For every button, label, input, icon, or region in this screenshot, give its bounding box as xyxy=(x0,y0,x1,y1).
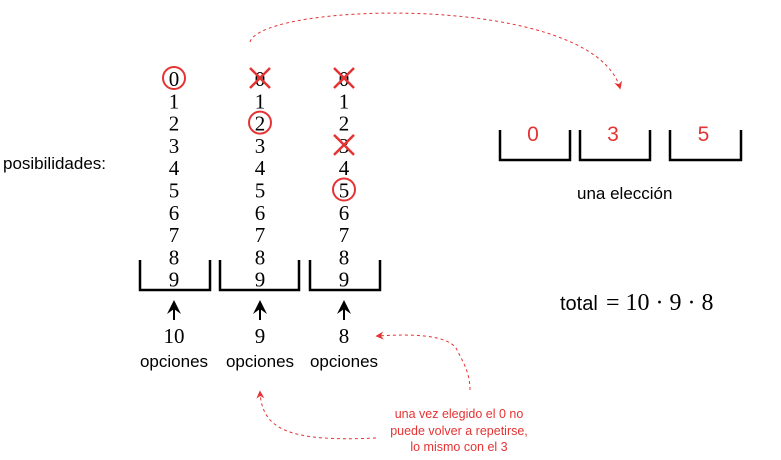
digit: 7 xyxy=(255,223,266,247)
annotation-line: puede volver a repetirse, xyxy=(390,424,528,438)
bucket-bracket xyxy=(218,260,301,292)
annotation-line: una vez elegido el 0 no xyxy=(395,407,524,421)
slot-value: 3 xyxy=(607,123,619,146)
digit: 6 xyxy=(255,201,266,225)
slot-value: 5 xyxy=(698,123,710,146)
slot-bracket xyxy=(668,130,743,162)
digit: 7 xyxy=(169,223,180,247)
annotation-note: una vez elegido el 0 no puede volver a r… xyxy=(390,407,528,454)
digit: 3 xyxy=(169,134,180,158)
digit: 5 xyxy=(169,179,180,203)
digit: 5 xyxy=(255,179,266,203)
digit: 1 xyxy=(255,89,266,113)
digit: 2 xyxy=(255,112,266,136)
digit: 2 xyxy=(169,112,180,136)
choice-slot: 0 xyxy=(498,123,572,162)
digit: 4 xyxy=(339,156,350,180)
up-arrow-icon xyxy=(167,300,181,314)
digit: 5 xyxy=(339,179,350,203)
option-caption: opciones xyxy=(226,352,294,371)
digit: 8 xyxy=(255,245,266,269)
bucket-bracket xyxy=(138,260,212,292)
digit: 1 xyxy=(339,89,350,113)
digit-column: 01234567898opciones xyxy=(308,67,382,371)
digit: 7 xyxy=(339,223,350,247)
option-caption: opciones xyxy=(140,352,208,371)
digit: 0 xyxy=(169,67,180,91)
digit-columns: 012345678910opciones01234567899opciones0… xyxy=(138,66,382,371)
annotation-arrow-right xyxy=(375,331,471,391)
option-count: 8 xyxy=(339,324,350,348)
digit: 1 xyxy=(169,89,180,113)
cross-mark xyxy=(249,67,271,89)
digit: 6 xyxy=(169,201,180,225)
digit: 8 xyxy=(169,245,180,269)
digit: 2 xyxy=(339,112,350,136)
choice-slot: 5 xyxy=(668,123,743,162)
annotation-arrow-up xyxy=(256,390,377,440)
digit: 9 xyxy=(169,268,180,292)
digit: 4 xyxy=(169,156,180,180)
total-word: total xyxy=(560,293,598,315)
digit: 9 xyxy=(339,268,350,292)
digit-column: 01234567899opciones xyxy=(218,67,301,371)
cross-mark xyxy=(333,67,355,89)
choice-arrow xyxy=(249,12,623,90)
option-caption: opciones xyxy=(310,352,378,371)
digit: 9 xyxy=(255,268,266,292)
up-arrow-icon xyxy=(253,300,267,314)
option-count: 10 xyxy=(164,324,185,348)
bucket-bracket xyxy=(308,260,382,292)
selected-circle xyxy=(332,177,356,202)
option-count: 9 xyxy=(255,324,266,348)
digit: 3 xyxy=(255,134,266,158)
choice-slot: 3 xyxy=(578,123,652,162)
selected-circle xyxy=(162,66,186,90)
one-choice-label: una elección xyxy=(577,184,672,203)
possibilities-label: posibilidades: xyxy=(3,154,106,173)
slot-bracket xyxy=(578,130,652,162)
choice-slots: 0 3 5 xyxy=(498,123,743,162)
slot-value: 0 xyxy=(527,123,539,146)
annotation-line: lo mismo con el 3 xyxy=(410,440,507,454)
selected-circle xyxy=(248,110,272,135)
digit: 4 xyxy=(255,156,266,180)
digit: 6 xyxy=(339,201,350,225)
digit: 8 xyxy=(339,245,350,269)
cross-mark xyxy=(333,134,355,156)
slot-bracket xyxy=(498,130,572,162)
up-arrow-icon xyxy=(337,300,351,314)
total-expression: = 10 · 9 · 8 xyxy=(606,290,714,316)
